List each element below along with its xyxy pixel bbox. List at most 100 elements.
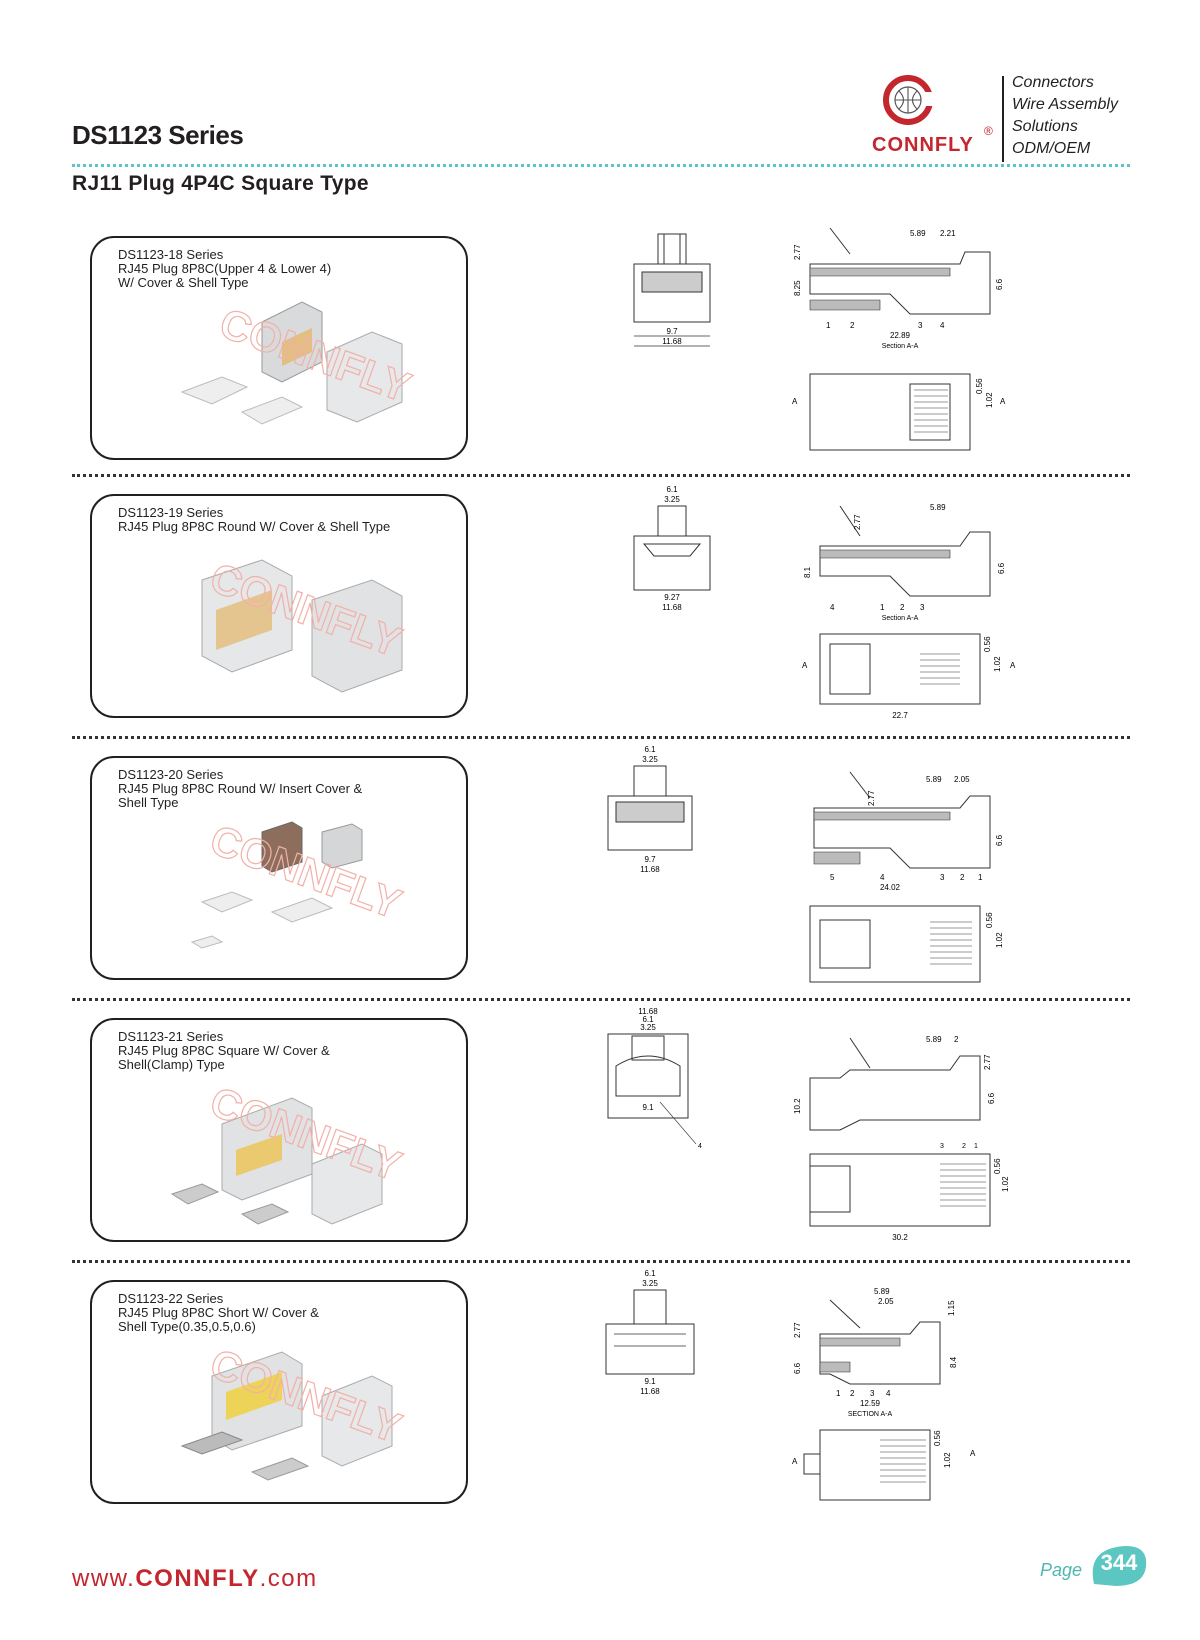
callout-label: 2 [850,321,855,330]
dim-label: 8.25 [793,280,802,296]
dim-label: 1.02 [1001,1176,1010,1192]
side-section-drawing: 5.89 2.05 2.77 6.6 1.15 8.4 1 2 3 4 12.5… [793,1287,958,1418]
dim-label: 6.1 [644,1269,656,1278]
page-badge-icon [1092,1546,1147,1586]
header-divider [72,164,1130,167]
dim-label: 2.21 [940,229,956,238]
dim-label: 2.77 [867,790,876,806]
front-view-drawing: 6.1 3.25 9.7 11.68 [607,745,693,874]
tagline-connectors: Connectors [1012,74,1094,91]
section-divider [72,736,1130,739]
dim-label: 2.77 [853,514,862,530]
dim-length: 30.2 [892,1233,908,1242]
dim-label: 0.56 [985,912,994,928]
dim-width-inner: 9.27 [664,593,680,602]
side-view-drawing: 5.89 2 2.77 10.2 6.6 [793,1035,996,1131]
bottom-view-drawing: A A 0.56 1.02 [792,373,1006,451]
dim-label: 11.68 [638,1007,658,1016]
product-description: RJ45 Plug 8P8C(Upper 4 & Lower 4) [118,261,332,276]
dim-label: 6.6 [995,278,1004,290]
product-description: Shell Type(0.35,0.5,0.6) [118,1319,256,1334]
product-series-name: DS1123-22 Series [118,1291,224,1306]
callout-label: 3 [870,1389,875,1398]
dim-label: 22.89 [890,331,911,340]
product-photo: CONNFLY [170,1077,408,1225]
product-card-ds1123-22: DS1123-22 Series RJ45 Plug 8P8C Short W/… [90,1280,468,1504]
callout-label: 3 [940,873,945,882]
url-prefix: www. [72,1565,136,1592]
product-description: Shell(Clamp) Type [118,1057,225,1072]
callout-label: 3 [920,603,925,612]
dim-label: 2.05 [954,775,970,784]
footer-website-link[interactable]: www.CONNFLY.com [72,1565,318,1593]
section-marker: A [1000,397,1006,406]
dim-label: 3.25 [664,495,680,504]
dim-label: 6.6 [987,1092,996,1104]
callout-label: 1 [836,1389,841,1398]
dim-label: 8.1 [803,566,812,578]
tagline-wire-assembly: Wire Assembly [1012,96,1118,113]
section-divider [72,1260,1130,1263]
section-label: Section A-A [882,615,919,622]
product-series-name: DS1123-21 Series [118,1029,224,1044]
dim-label: 24.02 [880,883,901,892]
dim-label: 2 [954,1035,959,1044]
dim-label: 5.89 [926,1035,942,1044]
callout-label: 1 [978,873,983,882]
front-view-drawing: 11.68 6.1 3.25 9.1 4 [607,1007,702,1150]
callout-label: 2 [900,603,905,612]
section-label: Section A-A [882,343,919,350]
dim-label: 5.89 [874,1287,890,1296]
url-brand: CONNFLY [135,1565,260,1592]
product-photo: CONNFLY [201,553,408,693]
dim-label: 0.56 [933,1430,942,1446]
dim-label: 3.25 [640,1023,656,1032]
side-section-drawing: 5.89 2.05 2.77 6.6 5 4 3 2 1 24.02 [813,771,1004,892]
dim-label: 2.77 [793,244,802,260]
dim-label: 6.6 [995,834,1004,846]
product-series-name: DS1123-20 Series [118,767,224,782]
dim-label: 0.56 [983,636,992,652]
dim-label: 8.4 [949,1356,958,1368]
callout-label: 1 [974,1143,978,1150]
product-card-ds1123-20: DS1123-20 Series RJ45 Plug 8P8C Round W/… [90,756,468,980]
section-marker: A [970,1449,976,1458]
dim-label: 6.6 [793,1362,802,1374]
dim-label: 2.05 [878,1297,894,1306]
dim-width-inner: 9.7 [644,855,656,864]
product-series-name: DS1123-19 Series [118,505,224,520]
url-suffix: .com [259,1565,318,1592]
bottom-view-drawing: 0.56 1.02 [809,905,1004,983]
dim-label: 6.6 [997,562,1006,574]
dim-length: 22.7 [892,711,908,720]
dim-label: 0.56 [993,1158,1002,1174]
product-photo: CONNFLY [190,815,408,949]
callout-label: 2 [850,1389,855,1398]
dim-width-inner: 9.1 [642,1103,654,1112]
tagline-odm-oem: ODM/OEM [1012,140,1091,157]
page-label: Page [1040,1560,1083,1580]
callout-label: 1 [880,603,885,612]
callout-label: 4 [698,1143,702,1150]
dim-label: 10.2 [793,1098,802,1114]
callout-label: 5 [830,873,835,882]
product-description: W/ Cover & Shell Type [118,275,249,290]
section-label: SECTION A-A [848,1411,893,1418]
callout-label: 4 [830,603,835,612]
side-section-drawing: 5.89 2.21 2.77 8.25 6.6 1 2 3 4 22.89 Se… [793,227,1004,350]
dim-label: 2.77 [983,1054,992,1070]
dim-label: 1.02 [985,392,994,408]
bottom-view-drawing: A A 0.56 1.02 22.7 [802,633,1016,720]
dim-label: 5.89 [926,775,942,784]
product-photo: CONNFLY [180,1339,408,1481]
section-marker: A [1010,661,1016,670]
section-marker: A [792,1457,798,1466]
product-card-ds1123-21: DS1123-21 Series RJ45 Plug 8P8C Square W… [90,1018,468,1242]
callout-label: 4 [940,321,945,330]
dim-label: 1.15 [947,1300,956,1316]
dim-width-outer: 11.68 [662,603,682,612]
dim-width-inner: 9.7 [666,327,678,336]
callout-label: 2 [962,1143,966,1150]
bottom-view-drawing: 3 2 1 0.56 1.02 30.2 [809,1143,1010,1242]
front-view-drawing: 6.1 3.25 9.1 11.68 [605,1269,695,1396]
